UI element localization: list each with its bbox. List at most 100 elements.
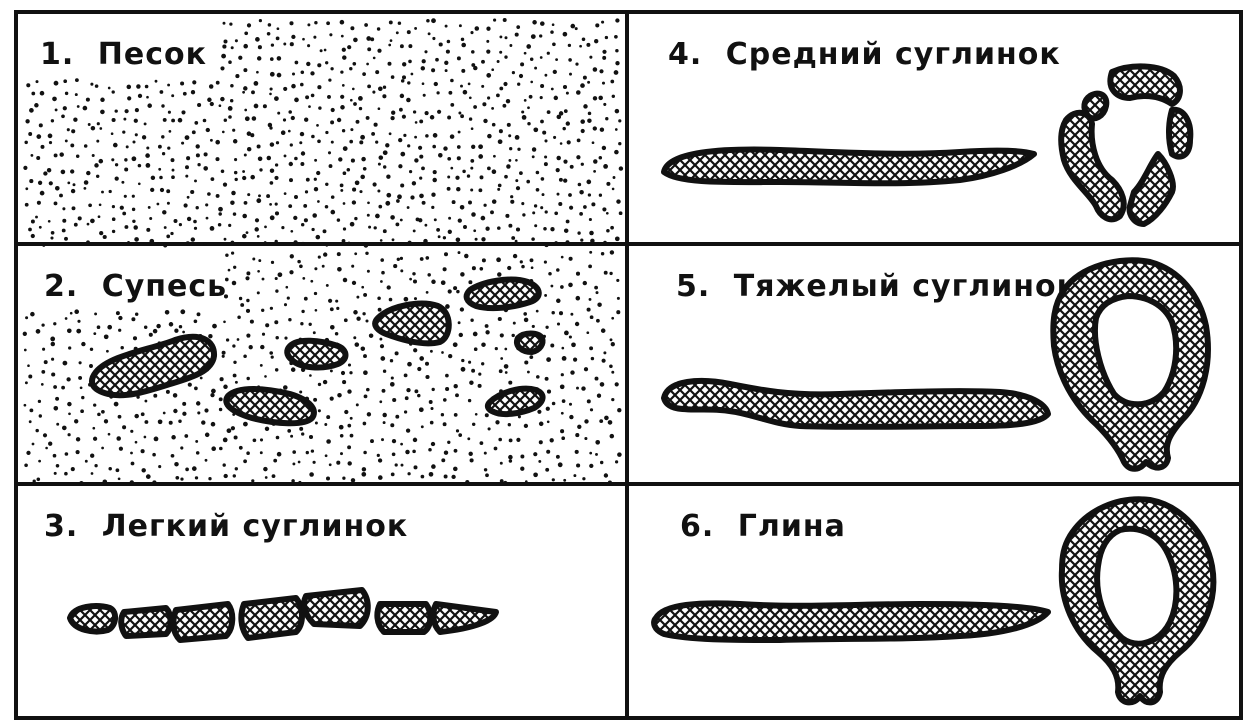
texture-dot <box>422 59 426 63</box>
texture-dot <box>242 170 245 173</box>
texture-dot <box>288 204 292 208</box>
texture-dot <box>414 136 417 139</box>
texture-dot <box>228 106 233 111</box>
texture-dot <box>30 312 35 317</box>
soil-cord <box>654 603 1048 640</box>
texture-dot <box>89 364 93 368</box>
texture-dot <box>367 412 371 416</box>
texture-dot <box>218 212 221 215</box>
texture-dot <box>460 272 465 277</box>
texture-dot <box>144 420 148 424</box>
texture-dot <box>385 143 389 147</box>
texture-dot <box>159 176 163 180</box>
texture-dot <box>587 399 591 403</box>
texture-dot <box>120 206 124 210</box>
texture-dot <box>341 35 344 38</box>
texture-dot <box>447 157 451 161</box>
clay-lump <box>226 389 314 423</box>
texture-dot <box>124 195 127 198</box>
texture-dot <box>536 375 540 379</box>
texture-dot <box>40 91 45 96</box>
texture-dot <box>515 179 518 182</box>
texture-dot <box>153 394 157 398</box>
texture-dot <box>576 296 581 301</box>
texture-dot <box>431 18 436 23</box>
texture-dot <box>367 214 370 217</box>
texture-dot <box>50 337 55 342</box>
texture-dot <box>65 92 68 95</box>
texture-dot <box>103 480 108 485</box>
texture-dot <box>131 462 135 466</box>
texture-dot <box>591 202 595 206</box>
texture-dot <box>39 226 42 229</box>
texture-dot <box>475 413 478 416</box>
texture-dot <box>503 18 507 22</box>
texture-dot <box>611 371 614 374</box>
texture-dot <box>232 281 237 286</box>
texture-dot <box>580 119 585 124</box>
texture-dot <box>135 441 138 444</box>
texture-dot <box>300 83 304 87</box>
texture-dot <box>351 159 355 163</box>
texture-dot <box>483 204 486 207</box>
texture-dot <box>499 35 502 38</box>
texture-dot <box>423 239 427 243</box>
texture-dot <box>233 266 236 269</box>
texture-dot <box>498 184 502 188</box>
texture-dot <box>298 481 301 484</box>
texture-dot <box>24 404 27 407</box>
texture-dot <box>337 267 342 272</box>
texture-dot <box>370 37 374 41</box>
texture-dot <box>323 252 327 256</box>
texture-dot <box>524 424 528 428</box>
texture-dot <box>460 205 465 210</box>
texture-dot <box>86 98 90 102</box>
texture-dot <box>564 331 569 336</box>
clay-lump <box>375 304 449 344</box>
texture-dot <box>31 92 35 96</box>
texture-dot <box>224 40 228 44</box>
texture-dot <box>524 52 527 55</box>
texture-dot <box>589 218 592 221</box>
texture-dot <box>210 226 215 231</box>
texture-dot <box>269 351 273 355</box>
texture-dot <box>618 119 621 122</box>
texture-dot <box>484 468 487 471</box>
texture-dot <box>590 239 595 244</box>
texture-dot <box>456 290 459 293</box>
texture-dot <box>545 326 548 329</box>
texture-dot <box>494 242 498 246</box>
texture-dot <box>211 177 215 181</box>
texture-dot <box>342 129 345 132</box>
texture-dot <box>93 403 96 406</box>
texture-dot <box>207 192 211 196</box>
texture-dot <box>194 319 198 323</box>
texture-dot <box>145 153 150 158</box>
cord-fragment <box>304 590 368 626</box>
texture-dot <box>458 321 461 324</box>
texture-dot <box>302 277 305 280</box>
texture-dot <box>392 398 396 402</box>
texture-dot <box>91 472 94 475</box>
texture-dot <box>277 73 282 78</box>
texture-dot <box>238 56 242 60</box>
texture-dot <box>41 383 44 386</box>
texture-dot <box>546 357 551 362</box>
texture-dot <box>90 219 95 224</box>
texture-dot <box>390 39 393 42</box>
texture-dot <box>374 123 378 127</box>
texture-dot <box>41 323 44 326</box>
texture-dot <box>551 311 554 314</box>
texture-dot <box>112 90 115 93</box>
texture-dot <box>478 188 482 192</box>
texture-dot <box>563 85 567 89</box>
texture-dot <box>147 103 152 108</box>
texture-dot <box>165 310 170 315</box>
texture-dot <box>471 127 474 130</box>
texture-dot <box>291 367 296 372</box>
texture-dot <box>395 351 399 355</box>
texture-dot <box>613 176 616 179</box>
texture-dot <box>465 480 469 484</box>
texture-dot <box>132 208 135 211</box>
texture-dot <box>291 479 295 483</box>
